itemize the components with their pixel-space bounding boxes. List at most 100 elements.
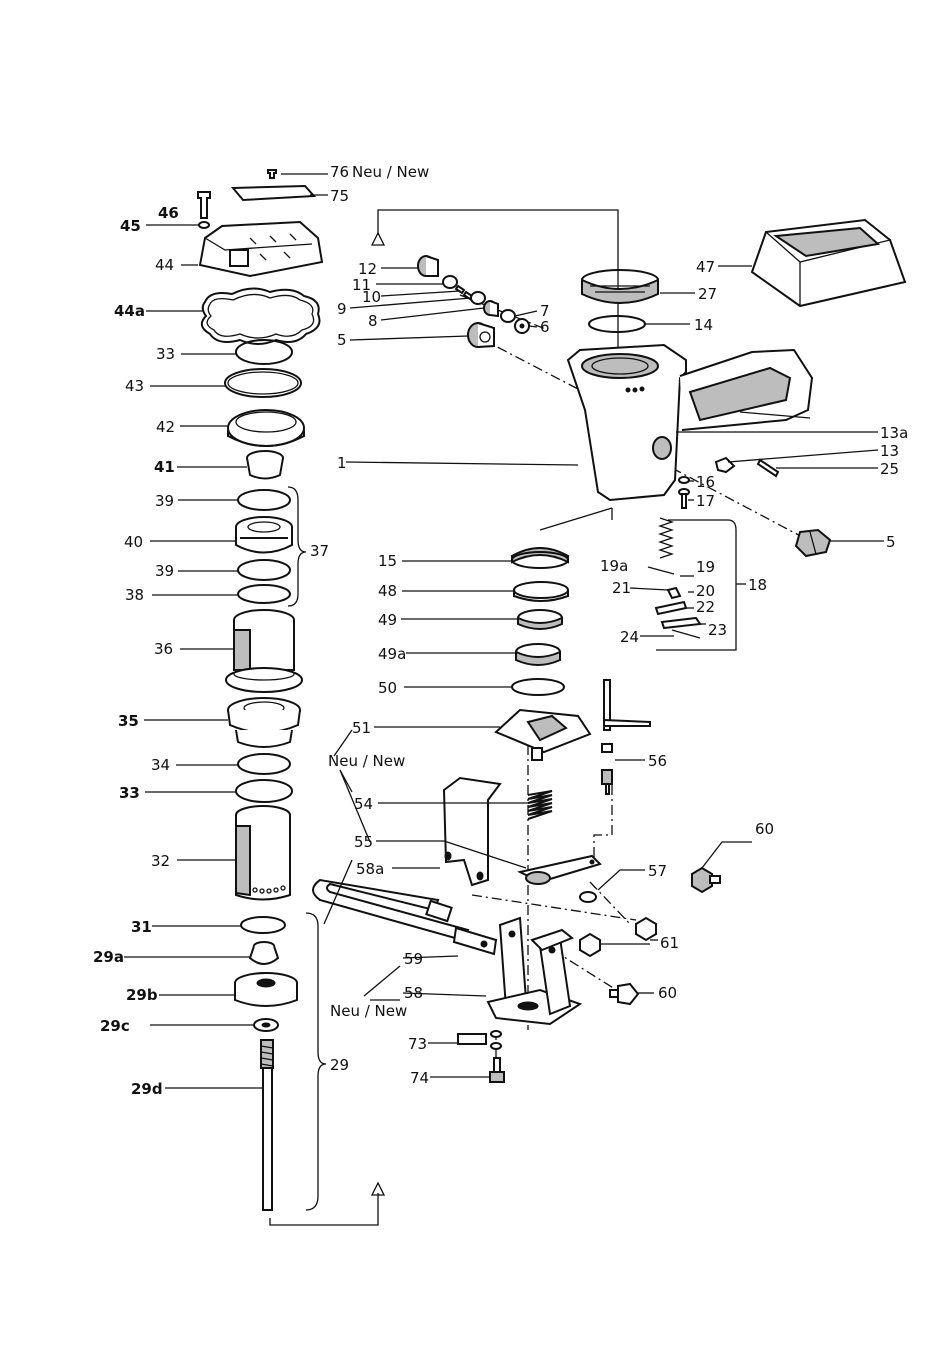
- label-8: 8: [368, 312, 378, 330]
- label-49a: 49a: [378, 645, 406, 663]
- part-5-plug-lower: [796, 530, 830, 556]
- part-50-ring: [512, 679, 564, 695]
- part-76-screw: [268, 170, 276, 178]
- label-51: 51: [352, 719, 371, 737]
- label-16: 16: [696, 473, 715, 491]
- label-29c: 29c: [100, 1017, 130, 1035]
- label-45: 45: [120, 217, 141, 235]
- part-13-nut: [716, 458, 734, 472]
- part-38-ring: [238, 585, 290, 603]
- label-44a: 44a: [114, 302, 145, 320]
- label-60-upper: 60: [755, 820, 774, 838]
- label-39-b: 39: [155, 562, 174, 580]
- label-neu-new-bottom: Neu / New: [330, 1002, 407, 1020]
- label-29a: 29a: [93, 948, 124, 966]
- part-7-oring: [501, 310, 515, 322]
- part-40-valve: [236, 517, 292, 553]
- part-73-washers: [458, 1031, 501, 1049]
- part-29d-driver: [261, 1040, 273, 1210]
- label-15: 15: [378, 552, 397, 570]
- part-44-cap: [200, 222, 322, 276]
- label-49: 49: [378, 611, 397, 629]
- label-37: 37: [310, 542, 329, 560]
- label-25: 25: [880, 460, 899, 478]
- label-39-a: 39: [155, 492, 174, 510]
- label-14: 14: [694, 316, 713, 334]
- label-43: 43: [125, 377, 144, 395]
- label-21: 21: [612, 579, 631, 597]
- part-56-rod: [602, 680, 650, 794]
- label-5-lower: 5: [886, 533, 896, 551]
- part-47-cover: [752, 220, 905, 306]
- label-35: 35: [118, 712, 139, 730]
- label-13: 13: [880, 442, 899, 460]
- label-56: 56: [648, 752, 667, 770]
- part-33-ring-bottom: [236, 780, 292, 802]
- part-49-ring: [518, 610, 562, 629]
- part-45-washer: [199, 222, 209, 228]
- part-29b-bumper: [235, 973, 297, 1006]
- label-61: 61: [660, 934, 679, 952]
- part-43-ring: [225, 369, 301, 397]
- part-6-nut: [515, 319, 529, 333]
- part-51-plate: [496, 710, 590, 760]
- label-22: 22: [696, 598, 715, 616]
- label-neu-new-mid: Neu / New: [328, 752, 405, 770]
- label-29d: 29d: [131, 1080, 163, 1098]
- label-neu-new-top: Neu / New: [352, 163, 429, 181]
- part-14-ring: [589, 316, 645, 332]
- part-27-clamp: [582, 270, 658, 303]
- label-10: 10: [362, 288, 381, 306]
- label-29: 29: [330, 1056, 349, 1074]
- label-32: 32: [151, 852, 170, 870]
- part-9-oring: [471, 292, 485, 304]
- label-57: 57: [648, 862, 667, 880]
- part-57-lever: [520, 856, 600, 902]
- label-23: 23: [708, 621, 727, 639]
- part-17-screw: [679, 489, 689, 508]
- part-44a-gasket: [202, 288, 320, 344]
- label-33-bottom: 33: [119, 784, 140, 802]
- label-74: 74: [410, 1069, 429, 1087]
- label-19a: 19a: [600, 557, 628, 575]
- label-6: 6: [540, 318, 550, 336]
- label-40: 40: [124, 533, 143, 551]
- part-15-ring: [512, 548, 568, 568]
- part-46-screw: [198, 192, 210, 218]
- callout-labels: 76 Neu / New 75 46 45 44 44a 33 43 42 41…: [93, 163, 908, 1098]
- part-58-bracket: [488, 918, 580, 1024]
- part-75-plate: [233, 186, 314, 200]
- label-75: 75: [330, 187, 349, 205]
- part-5-plug-upper: [468, 323, 494, 347]
- label-58a: 58a: [356, 860, 384, 878]
- part-11-oring: [443, 276, 457, 288]
- left-leader-lines: [124, 174, 328, 1210]
- part-31-washer: [241, 917, 285, 933]
- label-13a: 13a: [880, 424, 908, 442]
- label-50: 50: [378, 679, 397, 697]
- label-5-upper: 5: [337, 331, 347, 349]
- label-54: 54: [354, 795, 373, 813]
- part-35-piston: [228, 698, 300, 747]
- part-29a-bushing: [250, 942, 278, 964]
- part-42-piston-ring: [228, 410, 304, 446]
- label-73: 73: [408, 1035, 427, 1053]
- label-38: 38: [125, 586, 144, 604]
- label-44: 44: [155, 256, 174, 274]
- part-29c-washer: [254, 1019, 278, 1031]
- label-19: 19: [696, 558, 715, 576]
- part-16-washer: [679, 477, 689, 483]
- part-48-ring: [514, 582, 568, 601]
- part-58a-loop: [313, 880, 496, 954]
- part-25-pin: [758, 460, 778, 476]
- part-34-ring: [238, 754, 290, 774]
- label-34: 34: [151, 756, 170, 774]
- part-39-ring-a: [238, 490, 290, 510]
- part-8-valve: [484, 301, 498, 316]
- label-59: 59: [404, 950, 423, 968]
- label-46: 46: [158, 204, 179, 222]
- part-61-nut-b: [580, 934, 600, 956]
- part-41-bushing: [247, 451, 283, 479]
- label-9: 9: [337, 300, 347, 318]
